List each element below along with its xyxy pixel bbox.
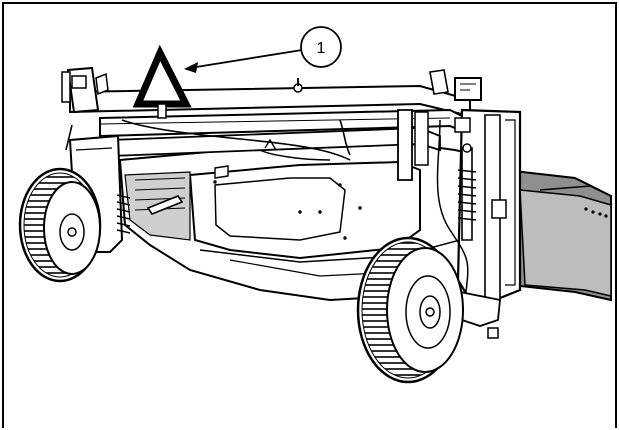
main-frame: [61, 66, 471, 181]
callout-label: 1: [317, 40, 326, 57]
callout-leader-line: [189, 49, 303, 69]
cutter-housing: [503, 168, 612, 302]
linkage: [146, 138, 277, 215]
right-wheel: [356, 236, 464, 384]
callout-circle: [300, 26, 342, 68]
callout-arrowhead-icon: [184, 62, 198, 73]
left-wheel-assembly: [18, 124, 131, 283]
warning-triangle: [132, 44, 192, 119]
callout-1: 1: [184, 26, 342, 73]
